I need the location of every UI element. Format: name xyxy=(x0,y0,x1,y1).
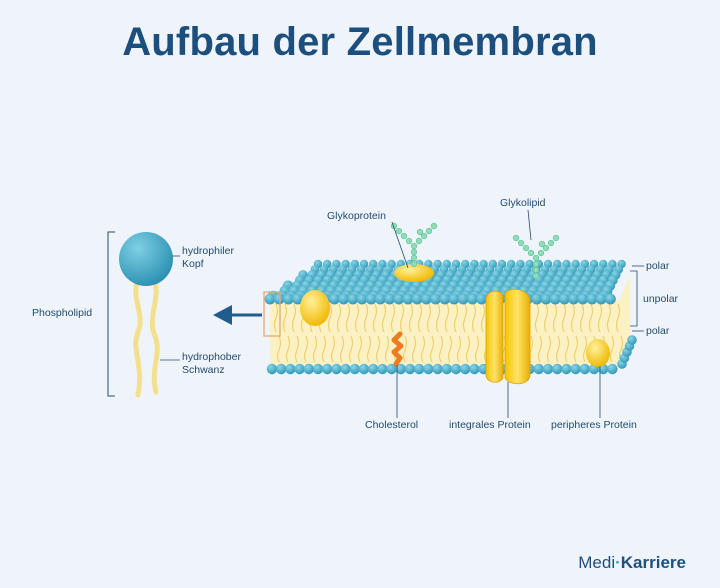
phospholipid-bracket xyxy=(107,231,115,397)
hydrophilic-head xyxy=(119,232,173,286)
phospholipid-pointer-lines xyxy=(160,255,180,361)
brand-part1: Medi xyxy=(578,553,616,572)
brand-separator: · xyxy=(615,553,621,572)
label-integral-protein: integrales Protein xyxy=(449,419,531,431)
label-hydrophilic-head: hydrophiler Kopf xyxy=(182,245,234,270)
selection-bracket xyxy=(263,291,281,337)
page-title: Aufbau der Zellmembran xyxy=(122,20,598,64)
label-polar-top: polar xyxy=(646,260,670,272)
hydrophobic-tail-right xyxy=(149,279,160,395)
label-polar-bottom: polar xyxy=(646,325,670,337)
label-glycoprotein: Glykoprotein xyxy=(327,210,386,222)
integral-protein xyxy=(485,288,531,385)
hydrophobic-tail-left xyxy=(133,279,143,398)
arrow-icon xyxy=(213,305,262,325)
glycolipid-sugar-chain xyxy=(512,234,560,280)
label-hydrophobic-tail: hydrophober Schwanz xyxy=(182,351,241,376)
label-peripheral-protein: peripheres Protein xyxy=(551,419,637,431)
peripheral-protein xyxy=(586,339,610,367)
label-glycolipid: Glykolipid xyxy=(500,197,546,209)
label-nonpolar: unpolar xyxy=(643,293,679,305)
label-phospholipid: Phospholipid xyxy=(32,307,93,319)
lower-head-layer xyxy=(266,335,637,375)
brand-logo: Medi·Karriere xyxy=(578,553,686,573)
glycoprotein xyxy=(390,222,438,282)
label-cholesterol: Cholesterol xyxy=(365,419,419,431)
phospholipid-molecule xyxy=(119,232,173,398)
cholesterol-molecule xyxy=(391,331,404,367)
brand-part2: Karriere xyxy=(620,553,686,572)
label-pointer-lines xyxy=(391,209,644,418)
glycoprotein-sugar-chain xyxy=(390,222,438,268)
peripheral-protein-left xyxy=(300,290,330,326)
